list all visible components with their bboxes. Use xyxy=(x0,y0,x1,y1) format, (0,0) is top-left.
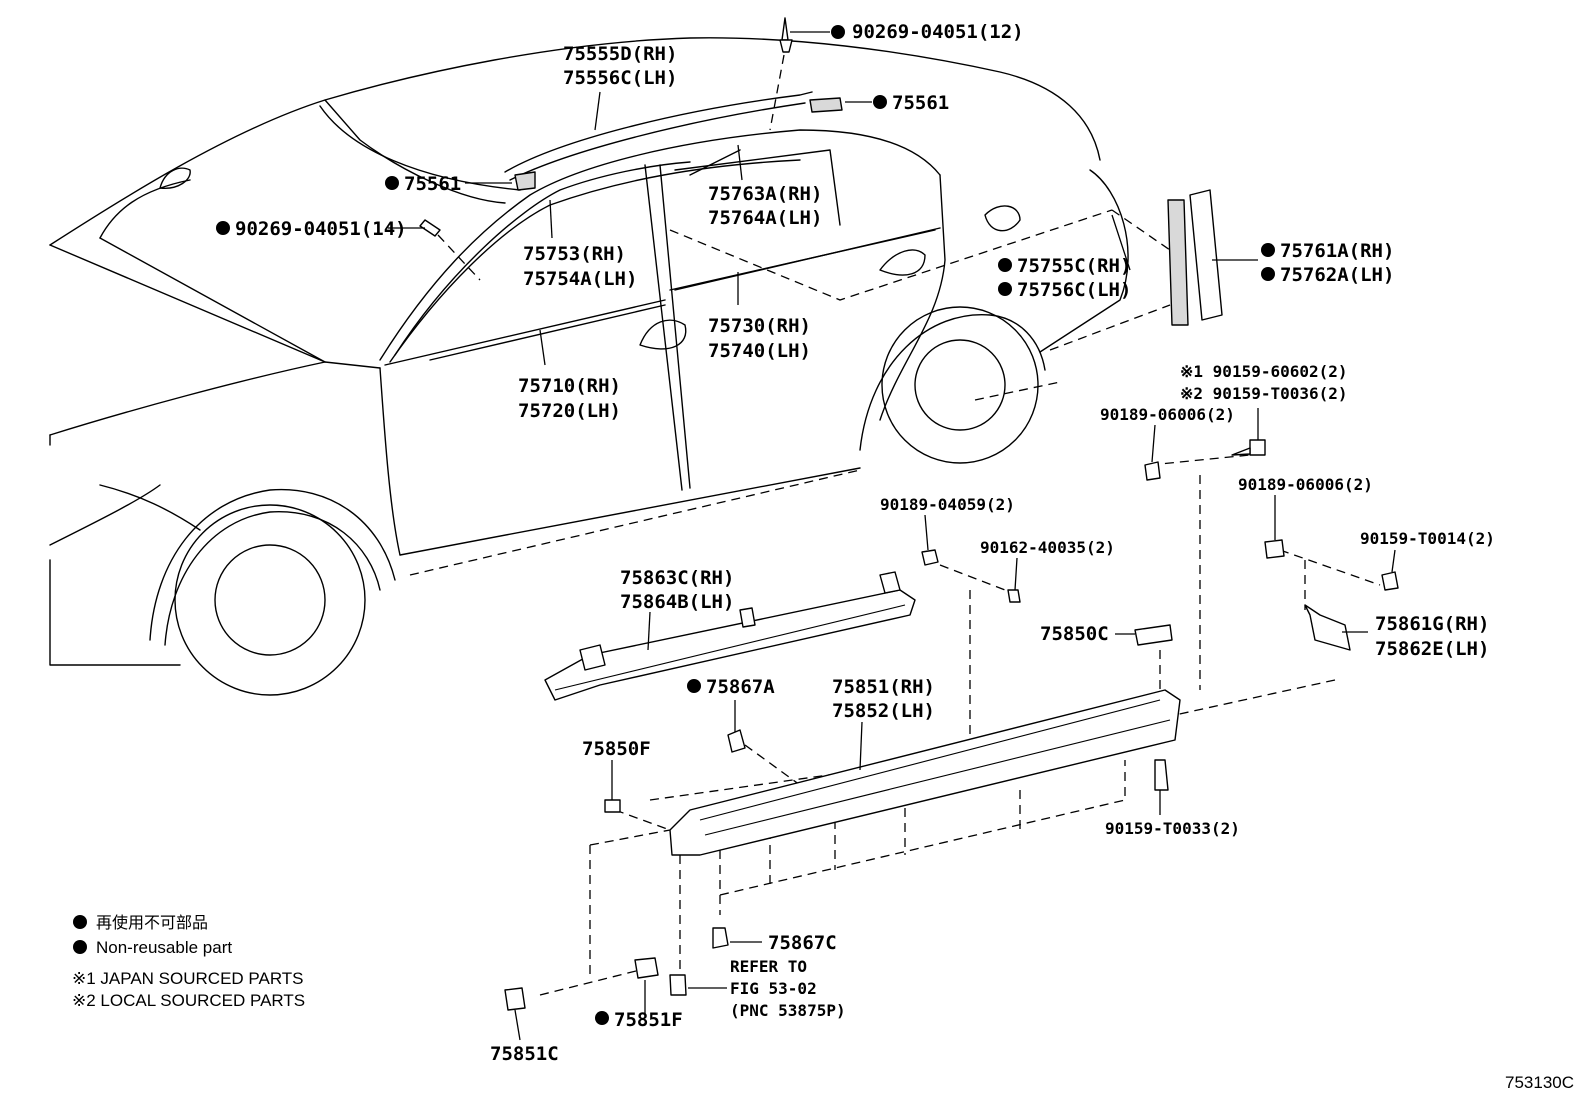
label-75764a: 75764A(LH) xyxy=(708,207,822,229)
label-75710: 75710(RH) xyxy=(518,375,621,397)
label-75753: 75753(RH) xyxy=(523,243,626,265)
label-75852: 75852(LH) xyxy=(832,700,935,722)
legend-note-1: ※1 JAPAN SOURCED PARTS xyxy=(72,969,304,988)
legend-non-reusable: Non-reusable part xyxy=(96,938,232,957)
refer-line-2: FIG 53-02 xyxy=(730,979,817,998)
label-75730: 75730(RH) xyxy=(708,315,811,337)
label-75862e: 75862E(LH) xyxy=(1375,638,1489,660)
label-90269-04051-12: 90269-04051(12) xyxy=(852,21,1024,43)
label-75851f: 75851F xyxy=(614,1009,683,1031)
non-reusable-markers xyxy=(73,25,1275,1025)
label-90159-60602: ※1 90159-60602(2) xyxy=(1180,362,1348,381)
label-75556c: 75556C(LH) xyxy=(563,67,677,89)
label-75762a: 75762A(LH) xyxy=(1280,264,1394,286)
label-75851: 75851(RH) xyxy=(832,676,935,698)
label-90159-t0033: 90159-T0033(2) xyxy=(1105,819,1240,838)
label-90159-t0036: ※2 90159-T0036(2) xyxy=(1180,384,1348,403)
label-75755c: 75755C(RH) xyxy=(1017,255,1131,277)
label-75851c: 75851C xyxy=(490,1043,559,1065)
label-75863c: 75863C(RH) xyxy=(620,567,734,589)
label-75850f: 75850F xyxy=(582,738,651,760)
label-75740: 75740(LH) xyxy=(708,340,811,362)
part-labels: 90269-04051(12) 75555D(RH) 75556C(LH) 75… xyxy=(235,21,1495,1065)
label-90159-t0014: 90159-T0014(2) xyxy=(1360,529,1495,548)
label-75864b: 75864B(LH) xyxy=(620,591,734,613)
diagram-id: 753130C xyxy=(1505,1073,1574,1092)
label-75754a: 75754A(LH) xyxy=(523,268,637,290)
label-75867c: 75867C xyxy=(768,932,837,954)
label-75756c: 75756C(LH) xyxy=(1017,279,1131,301)
label-90269-04051-14: 90269-04051(14) xyxy=(235,218,407,240)
refer-line-1: REFER TO xyxy=(730,957,807,976)
label-75720: 75720(LH) xyxy=(518,400,621,422)
label-90189-06006-b: 90189-06006(2) xyxy=(1238,475,1373,494)
legend-note-2: ※2 LOCAL SOURCED PARTS xyxy=(72,991,305,1010)
car-body-drawing xyxy=(49,37,1129,696)
refer-line-3: (PNC 53875P) xyxy=(730,1001,846,1020)
label-75761a: 75761A(RH) xyxy=(1280,240,1394,262)
label-75561-left: 75561 xyxy=(404,173,461,195)
legend-cjk: 再使用不可部品 xyxy=(96,913,208,932)
label-75867a: 75867A xyxy=(706,676,775,698)
label-75555d: 75555D(RH) xyxy=(563,43,677,65)
label-75763a: 75763A(RH) xyxy=(708,183,822,205)
legend: 再使用不可部品 Non-reusable part ※1 JAPAN SOURC… xyxy=(72,913,305,1010)
label-75561-right: 75561 xyxy=(892,92,949,114)
label-75850c: 75850C xyxy=(1040,623,1109,645)
label-90162-40035: 90162-40035(2) xyxy=(980,538,1115,557)
label-75861g: 75861G(RH) xyxy=(1375,613,1489,635)
part-drawings xyxy=(419,17,1399,1011)
label-90189-06006-a: 90189-06006(2) xyxy=(1100,405,1235,424)
leader-lines xyxy=(388,31,1396,1041)
label-90189-04059: 90189-04059(2) xyxy=(880,495,1015,514)
